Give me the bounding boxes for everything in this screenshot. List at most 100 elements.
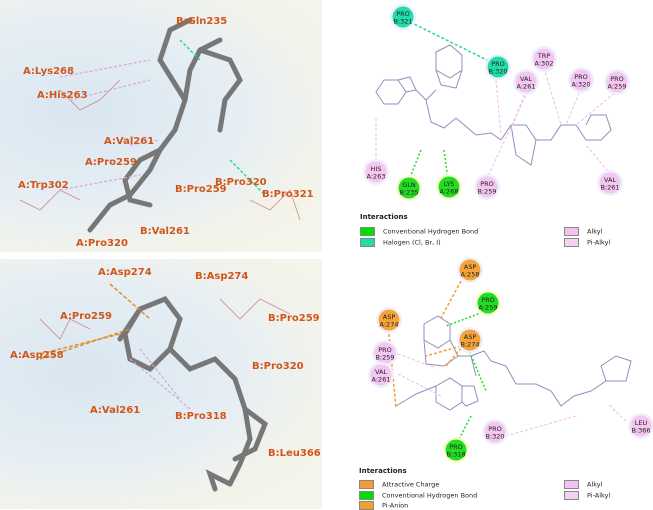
docking-3d-view-b: A:Asp274 B:Asp274 A:Pro259 B:Pro259 A:As… [0, 259, 322, 509]
residue-text: PRO [488, 425, 502, 433]
legend-swatch [360, 227, 375, 236]
docking-3d-view-a: A:Lys268 A:His263 B:Gln235 A:Val261 A:Pr… [0, 0, 322, 252]
residue-disc [606, 71, 628, 93]
residue-disc [445, 439, 467, 461]
residue-text: PRO [574, 73, 588, 81]
residue-text: PRO [378, 346, 392, 354]
residue-text: B:318 [446, 451, 465, 459]
residue-text: ASP [464, 333, 477, 341]
residue-label: B:Leu366 [268, 448, 321, 459]
residue-text: A:268 [440, 188, 459, 196]
residue-text: A:320 [572, 81, 591, 89]
residue-disc [392, 6, 414, 28]
residue-text: VAL [604, 176, 616, 184]
residue-label: B:Pro320 [215, 177, 267, 188]
residue-disc [459, 329, 481, 351]
residue-label: A:Pro259 [60, 311, 112, 322]
residue-label: B:Val261 [140, 226, 190, 237]
legend-item: Attractive Charge [359, 480, 439, 489]
residue-text: B:261 [600, 184, 619, 192]
legend-swatch [564, 227, 579, 236]
residue-disc [487, 56, 509, 78]
legend-item: Alkyl [564, 227, 602, 236]
residue-label: B:Gln235 [176, 16, 228, 27]
residue-text: A:259 [608, 83, 627, 91]
residue-text: B:366 [631, 427, 650, 435]
residue-text: A:302 [535, 60, 554, 68]
residue-text: ASP [464, 263, 477, 271]
legend-item: Pi-Alkyl [564, 491, 610, 500]
residue-label: B:Pro321 [262, 189, 314, 200]
residue-text: TRP [537, 52, 550, 60]
residue-disc [533, 48, 555, 70]
residue-label: B:Pro320 [252, 361, 304, 372]
residue-text: A:258 [461, 271, 480, 279]
residue-text: B:259 [375, 354, 394, 362]
residue-disc [459, 259, 481, 281]
residue-text: HIS [371, 165, 382, 173]
residue-label: A:Val261 [90, 405, 141, 416]
legend-item: Alkyl [564, 480, 602, 489]
residue-disc [477, 292, 499, 314]
residue-disc [438, 176, 460, 198]
residue-label: A:Asp258 [10, 350, 64, 361]
residue-text: PRO [481, 296, 495, 304]
interaction-diagram-svg: ASPA:258PROA:259ASPA:274ASPB:274PROB:259… [368, 257, 653, 463]
residue-text: B:259 [477, 188, 496, 196]
legend-title: Interactions [360, 213, 408, 221]
legend-swatch [360, 238, 375, 247]
residue-text: PRO [480, 180, 494, 188]
residue-text: ASP [383, 313, 396, 321]
legend-swatch [564, 238, 579, 247]
residue-disc [515, 71, 537, 93]
residue-disc [599, 172, 621, 194]
residue-text: B:321 [393, 18, 412, 26]
residue-label: B:Pro259 [175, 184, 227, 195]
legend-item: Halogen (Cl, Br, I) [360, 238, 441, 247]
residue-disc [365, 161, 387, 183]
residue-disc [398, 177, 420, 199]
residue-text: LYS [444, 180, 455, 188]
residue-text: B:274 [460, 341, 479, 349]
residue-text: PRO [491, 60, 505, 68]
legend-item: Pi-Alkyl [564, 238, 610, 247]
residue-disc [484, 421, 506, 443]
residue-text: PRO [610, 75, 624, 83]
residue-label: A:Val261 [104, 136, 155, 147]
ligand-stick-model [39, 283, 291, 492]
residue-text: A:261 [372, 376, 391, 384]
legend-title: Interactions [359, 467, 407, 475]
residue-text: VAL [375, 368, 387, 376]
residue-disc [570, 69, 592, 91]
residue-text: B:320 [488, 68, 507, 76]
residue-disc [476, 176, 498, 198]
residue-text: LEU [635, 419, 648, 427]
residue-text: GLN [402, 181, 416, 189]
residue-text: B:320 [485, 433, 504, 441]
legend-swatch [564, 491, 579, 500]
residue-text: A:259 [479, 304, 498, 312]
residue-text: A:274 [380, 321, 399, 329]
residue-label: A:Pro259 [85, 157, 137, 168]
residue-text: PRO [449, 443, 463, 451]
residue-disc [374, 342, 396, 364]
residue-label: B:Pro259 [268, 313, 320, 324]
